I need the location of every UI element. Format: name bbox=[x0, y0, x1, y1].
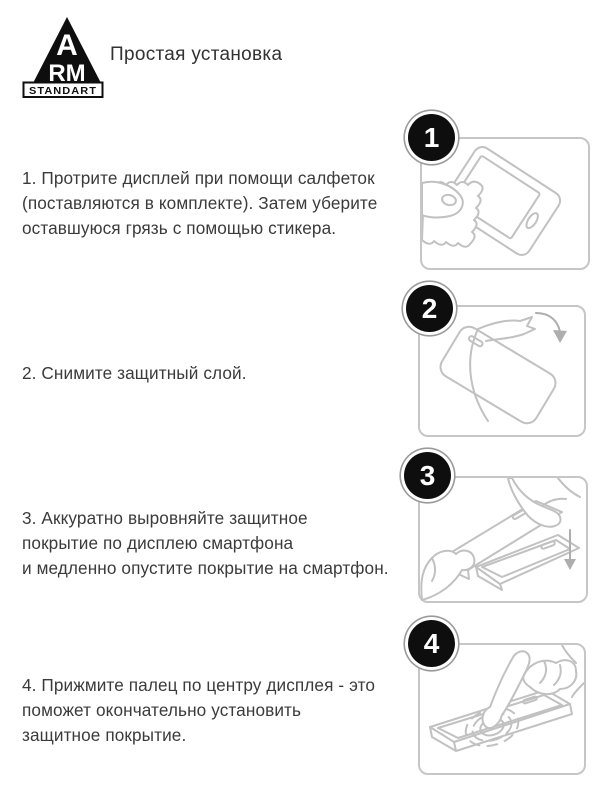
speaker-slot bbox=[522, 695, 538, 705]
step-3-line-1: 3. Аккуратно выровняйте защитное bbox=[22, 508, 308, 528]
step-3-illustration-frame bbox=[418, 476, 588, 603]
step-3-text: 3. Аккуратно выровняйте защитное покрыти… bbox=[22, 506, 422, 581]
hand-knuckles bbox=[522, 659, 578, 695]
index-finger bbox=[481, 650, 531, 729]
step-1-number: 1 bbox=[423, 121, 440, 153]
step-4-number-badge: 4 bbox=[408, 620, 455, 667]
step-4-line-2: поможет окончательно установить bbox=[22, 700, 302, 720]
step-4-text: 4. Прижмите палец по центру дисплея - эт… bbox=[22, 673, 422, 748]
right-wrist-line bbox=[557, 478, 581, 498]
step-4-illustration-frame bbox=[418, 643, 586, 775]
right-finger-line bbox=[541, 497, 567, 507]
logo-name-box bbox=[22, 81, 104, 98]
camera-cutout bbox=[467, 335, 484, 348]
thumb-nail bbox=[441, 193, 457, 207]
phone-thickness bbox=[429, 703, 573, 752]
left-hand bbox=[420, 549, 476, 601]
step-2-illustration-frame bbox=[418, 305, 586, 437]
peel-layer-illustration bbox=[439, 312, 567, 425]
step-1-line-2: (поставляются в комплекте). Затем уберит… bbox=[22, 193, 378, 213]
arrow-head bbox=[553, 330, 567, 343]
step-1-text: 1. Протрите дисплей при помощи салфеток … bbox=[22, 166, 422, 241]
curved-arrow bbox=[535, 312, 561, 333]
wrist-line-1 bbox=[561, 645, 577, 664]
step-3-line-3: и медленно опустите покрытие на смартфон… bbox=[22, 558, 389, 578]
finger-fold-line-2 bbox=[553, 664, 562, 686]
step-4-line-1: 4. Прижмите палец по центру дисплея - эт… bbox=[22, 675, 376, 695]
phone-thickness bbox=[475, 566, 503, 591]
wipe-cloth-illustration bbox=[422, 146, 562, 256]
logo-brand-name: STANDART bbox=[29, 85, 97, 97]
peeled-film-corner bbox=[477, 316, 536, 342]
step-1-line-3: оставшуюся грязь с помощью стикера. bbox=[22, 218, 337, 238]
step-4-line-3: защитное покрытие. bbox=[22, 725, 187, 745]
step-3-line-2: покрытие по дисплею смартфона bbox=[22, 533, 294, 553]
align-glass-illustration bbox=[420, 478, 581, 601]
phone-outline bbox=[442, 146, 562, 256]
step-1-number-badge: 1 bbox=[408, 114, 455, 161]
left-thumb-crease bbox=[431, 557, 436, 582]
press-center-illustration bbox=[429, 645, 584, 752]
phone-top-face bbox=[475, 534, 580, 585]
logo-letter-a: A bbox=[56, 29, 78, 62]
step-4-number: 4 bbox=[423, 627, 440, 659]
peel-separation-curve bbox=[469, 328, 489, 422]
logo-triangle bbox=[31, 17, 103, 87]
phone-speaker-slot bbox=[540, 540, 556, 550]
step-2-number: 2 bbox=[421, 292, 438, 324]
right-hand bbox=[507, 478, 562, 528]
home-button bbox=[525, 212, 539, 230]
glass-protector bbox=[439, 325, 557, 425]
step-1-line-1: 1. Протрите дисплей при помощи салфеток bbox=[22, 168, 375, 188]
wrist-line-2 bbox=[571, 682, 584, 698]
step-3-number-badge: 3 bbox=[404, 452, 451, 499]
step-2-line-1: 2. Снимите защитный слой. bbox=[22, 363, 247, 383]
step-3-number: 3 bbox=[419, 459, 436, 491]
step-1-illustration-frame bbox=[420, 137, 590, 270]
page-title: Простая установка bbox=[110, 44, 283, 65]
arrow-head bbox=[564, 559, 576, 570]
finger-fold-line-1 bbox=[539, 660, 548, 684]
brand-logo: A RM STANDART bbox=[22, 17, 104, 98]
step-2-text: 2. Снимите защитный слой. bbox=[22, 361, 422, 386]
step-2-number-badge: 2 bbox=[406, 285, 453, 332]
